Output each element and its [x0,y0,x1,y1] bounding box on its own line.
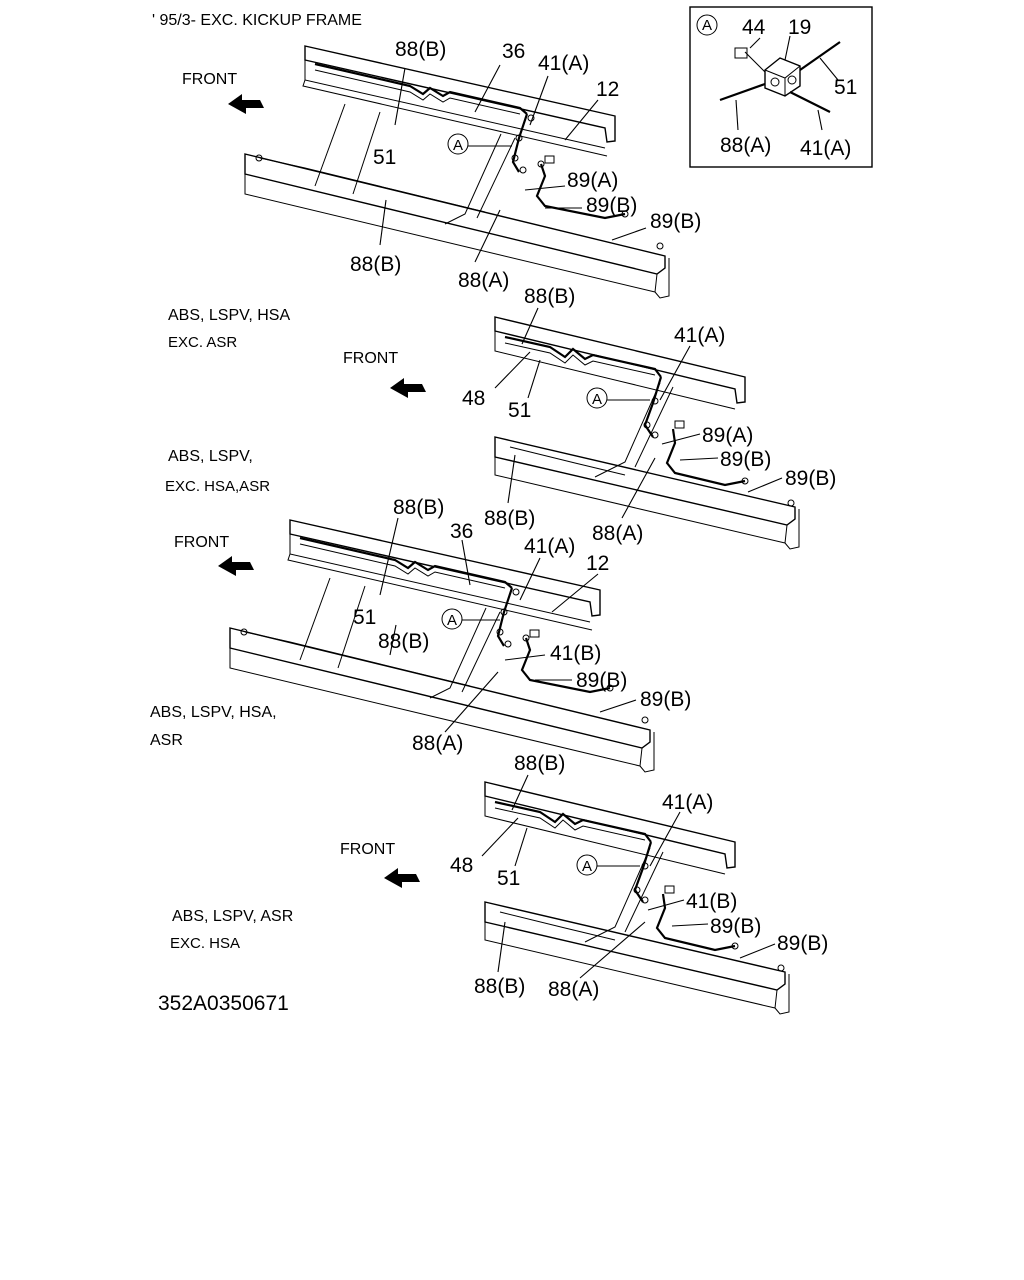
v2-caption-line1: ABS, LSPV, HSA [168,307,290,324]
v1-label-89a: 89(A) [567,169,618,192]
v3-label-88a: 88(A) [412,732,463,755]
front-arrow-3 [218,556,254,576]
drawing-number: 352A0350671 [158,992,289,1015]
v3-caption-line1: ABS, LSPV, [168,448,253,465]
v3-callout-a: A [447,612,457,629]
detail-a-label-19: 19 [788,16,811,39]
front-arrow-1 [228,94,264,114]
v3-label-89b-2: 89(B) [640,688,691,711]
v4-label-88a: 88(A) [548,978,599,1001]
v2-label-88b-top: 88(B) [524,285,575,308]
front-arrow-2 [390,378,426,398]
front-label-4: FRONT [340,841,395,858]
v1-label-36: 36 [502,40,525,63]
v2-label-89b-2: 89(B) [785,467,836,490]
v1-label-89b-2: 89(B) [650,210,701,233]
detail-a-label-88a: 88(A) [720,134,771,157]
v4-callout-a: A [582,858,592,875]
v2-label-89b-1: 89(B) [720,448,771,471]
callout-circle-a-4 [576,854,598,876]
v2-label-88b-bottom: 88(B) [484,507,535,530]
v3-label-41a: 41(A) [524,535,575,558]
v1-label-88b-bottom: 88(B) [350,253,401,276]
detail-a-label-51: 51 [834,76,857,99]
v5-caption-line1: ABS, LSPV, ASR [172,908,293,925]
callout-circle-a-3 [441,608,463,630]
v4-label-89b-2: 89(B) [777,932,828,955]
v4-label-89b-1: 89(B) [710,915,761,938]
v4-label-88b-bottom: 88(B) [474,975,525,998]
v1-label-12: 12 [596,78,619,101]
v2-label-88a: 88(A) [592,522,643,545]
v3-caption-line2: EXC. HSA,ASR [165,478,270,495]
detail-a-label-44: 44 [742,16,766,39]
v3-label-12: 12 [586,552,609,575]
frame-variant-2 [494,316,800,550]
v1-callout-a: A [453,137,463,154]
v4-label-51: 51 [497,867,520,890]
v3-label-36: 36 [450,520,473,543]
v3-label-41b: 41(B) [550,642,601,665]
callout-circle-a-1 [447,133,469,155]
v2-label-48: 48 [462,387,485,410]
v2-label-41a: 41(A) [674,324,725,347]
front-label-1: FRONT [182,71,237,88]
detail-a-inset [689,6,873,168]
frame-variant-4 [484,781,790,1015]
v4-label-41a: 41(A) [662,791,713,814]
detail-a-label-41a: 41(A) [800,137,851,160]
v2-callout-a: A [592,391,602,408]
detail-a-callout: A [702,17,712,34]
v1-label-88a: 88(A) [458,269,509,292]
v3-label-88b-top: 88(B) [393,496,444,519]
v3-label-51: 51 [353,606,376,629]
v2-caption-line2: EXC. ASR [168,334,237,351]
header-title: ' 95/3- EXC. KICKUP FRAME [152,12,362,29]
v1-label-89b-1: 89(B) [586,194,637,217]
front-label-2: FRONT [343,350,398,367]
callout-circle-a-2 [586,387,608,409]
v2-label-51: 51 [508,399,531,422]
front-label-3: FRONT [174,534,229,551]
v2-label-89a: 89(A) [702,424,753,447]
v4-label-88b-top: 88(B) [514,752,565,775]
v1-label-51: 51 [373,146,396,169]
v3-label-89b-1: 89(B) [576,669,627,692]
v5-caption-line2: EXC. HSA [170,935,240,952]
v4-label-41b: 41(B) [686,890,737,913]
v1-label-88b-top: 88(B) [395,38,446,61]
v4-caption-line2: ASR [150,732,183,749]
front-arrow-4 [384,868,420,888]
v4-caption-line1: ABS, LSPV, HSA, [150,704,277,721]
v1-label-41a: 41(A) [538,52,589,75]
v4-label-48: 48 [450,854,473,877]
v3-label-88b-mid: 88(B) [378,630,429,653]
